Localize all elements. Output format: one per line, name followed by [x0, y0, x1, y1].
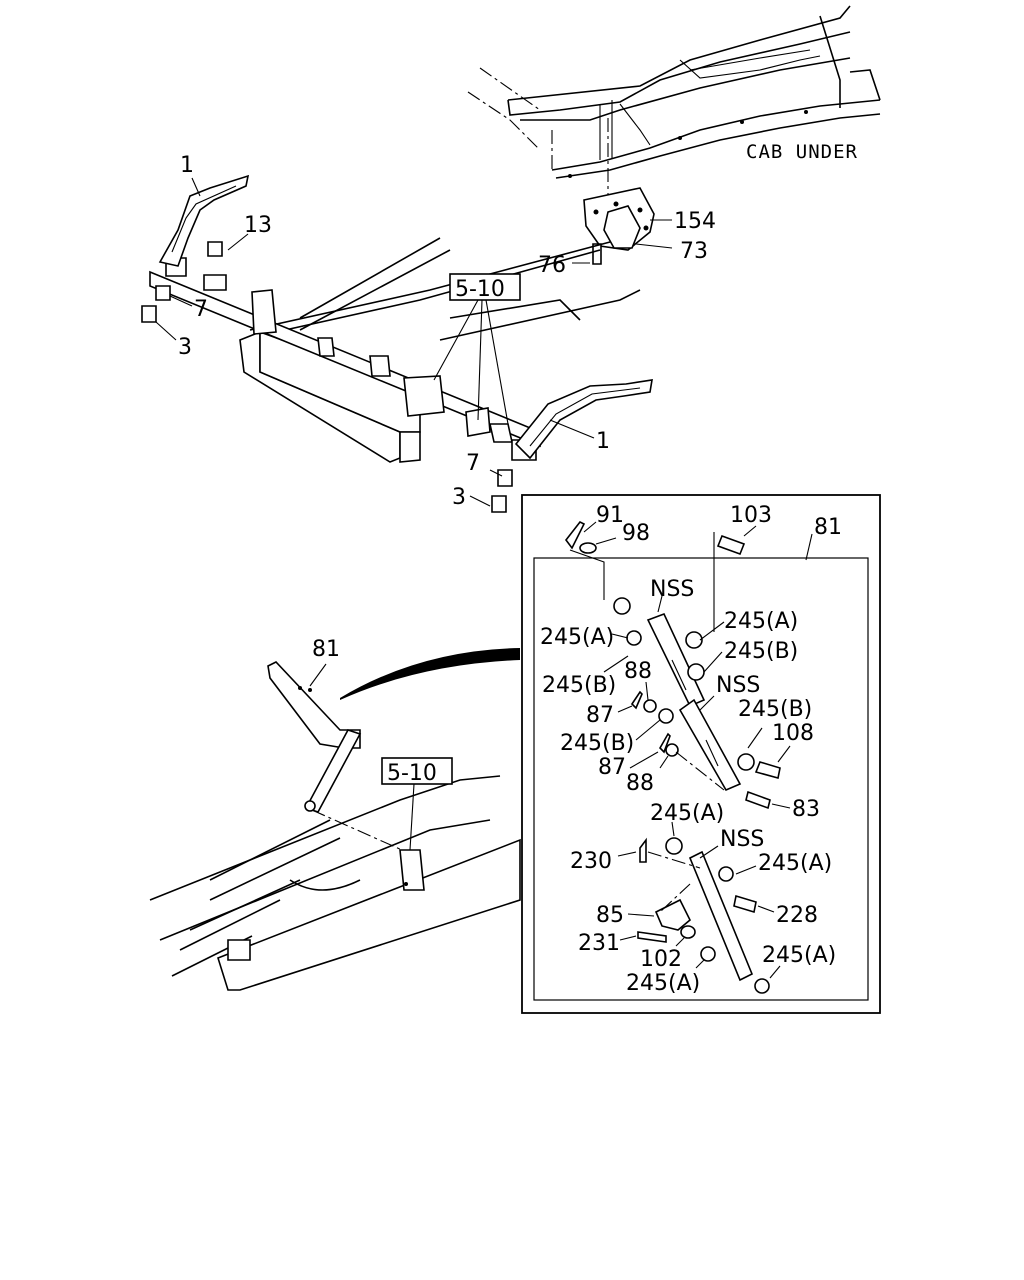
callout-88-upper: 88	[624, 659, 652, 684]
callout-154: 154	[674, 209, 716, 234]
callout-230: 230	[570, 849, 612, 874]
ref-5-10-bottom: 5-10	[387, 761, 437, 786]
callout-91: 91	[596, 503, 624, 528]
callout-245b-middle-left: 245(B)	[560, 731, 634, 756]
detail-inner-box	[533, 557, 869, 1001]
callout-7-upper: 7	[194, 297, 208, 322]
detail-outer-box	[521, 494, 881, 1014]
callout-245a-bottom-right: 245(A)	[762, 943, 836, 968]
callout-73: 73	[680, 239, 708, 264]
callout-87-lower: 87	[598, 755, 626, 780]
callout-245a-bottom-left: 245(A)	[626, 971, 700, 996]
callout-87-upper: 87	[586, 703, 614, 728]
callout-nss-upper: NSS	[650, 577, 694, 602]
callout-245b-upper-left: 245(B)	[542, 673, 616, 698]
callout-nss-lower: NSS	[720, 827, 764, 852]
ref-box-5-10-top	[449, 273, 521, 301]
callout-3-lower: 3	[452, 485, 466, 510]
callout-231: 231	[578, 931, 620, 956]
callout-245a-upper-right: 245(A)	[724, 609, 798, 634]
callout-85: 85	[596, 903, 624, 928]
callout-1-upper: 1	[180, 153, 194, 178]
cross-shaft-assembly	[141, 237, 641, 513]
cab-under-note: CAB UNDER	[746, 141, 858, 163]
cab-under-frame	[467, 5, 881, 196]
callout-245a-lower-right: 245(A)	[758, 851, 832, 876]
callout-103: 103	[730, 503, 772, 528]
callout-3-upper: 3	[178, 335, 192, 360]
callout-nss-middle: NSS	[716, 673, 760, 698]
mount-bracket	[572, 187, 673, 265]
callout-88-lower: 88	[626, 771, 654, 796]
callout-245b-upper-right: 245(B)	[724, 639, 798, 664]
callout-245b-middle-right: 245(B)	[738, 697, 812, 722]
callout-102: 102	[640, 947, 682, 972]
callout-1-lower: 1	[596, 429, 610, 454]
callout-245a-lower-top: 245(A)	[650, 801, 724, 826]
callout-108: 108	[772, 721, 814, 746]
lever-1-upper	[158, 174, 250, 267]
callout-81-left: 81	[312, 637, 340, 662]
ref-box-5-10-bottom	[381, 757, 453, 785]
callout-245a-upper-left: 245(A)	[540, 625, 614, 650]
callout-228: 228	[776, 903, 818, 928]
callout-83: 83	[792, 797, 820, 822]
callout-7-lower: 7	[466, 451, 480, 476]
top-callout-lines	[155, 177, 595, 507]
linkage-81-view	[149, 648, 521, 991]
ref-5-10-top: 5-10	[455, 277, 505, 302]
callout-98: 98	[622, 521, 650, 546]
callout-13: 13	[244, 213, 272, 238]
callout-81-detail: 81	[814, 515, 842, 540]
lever-1-lower	[514, 379, 653, 460]
detail-parts	[564, 520, 813, 994]
